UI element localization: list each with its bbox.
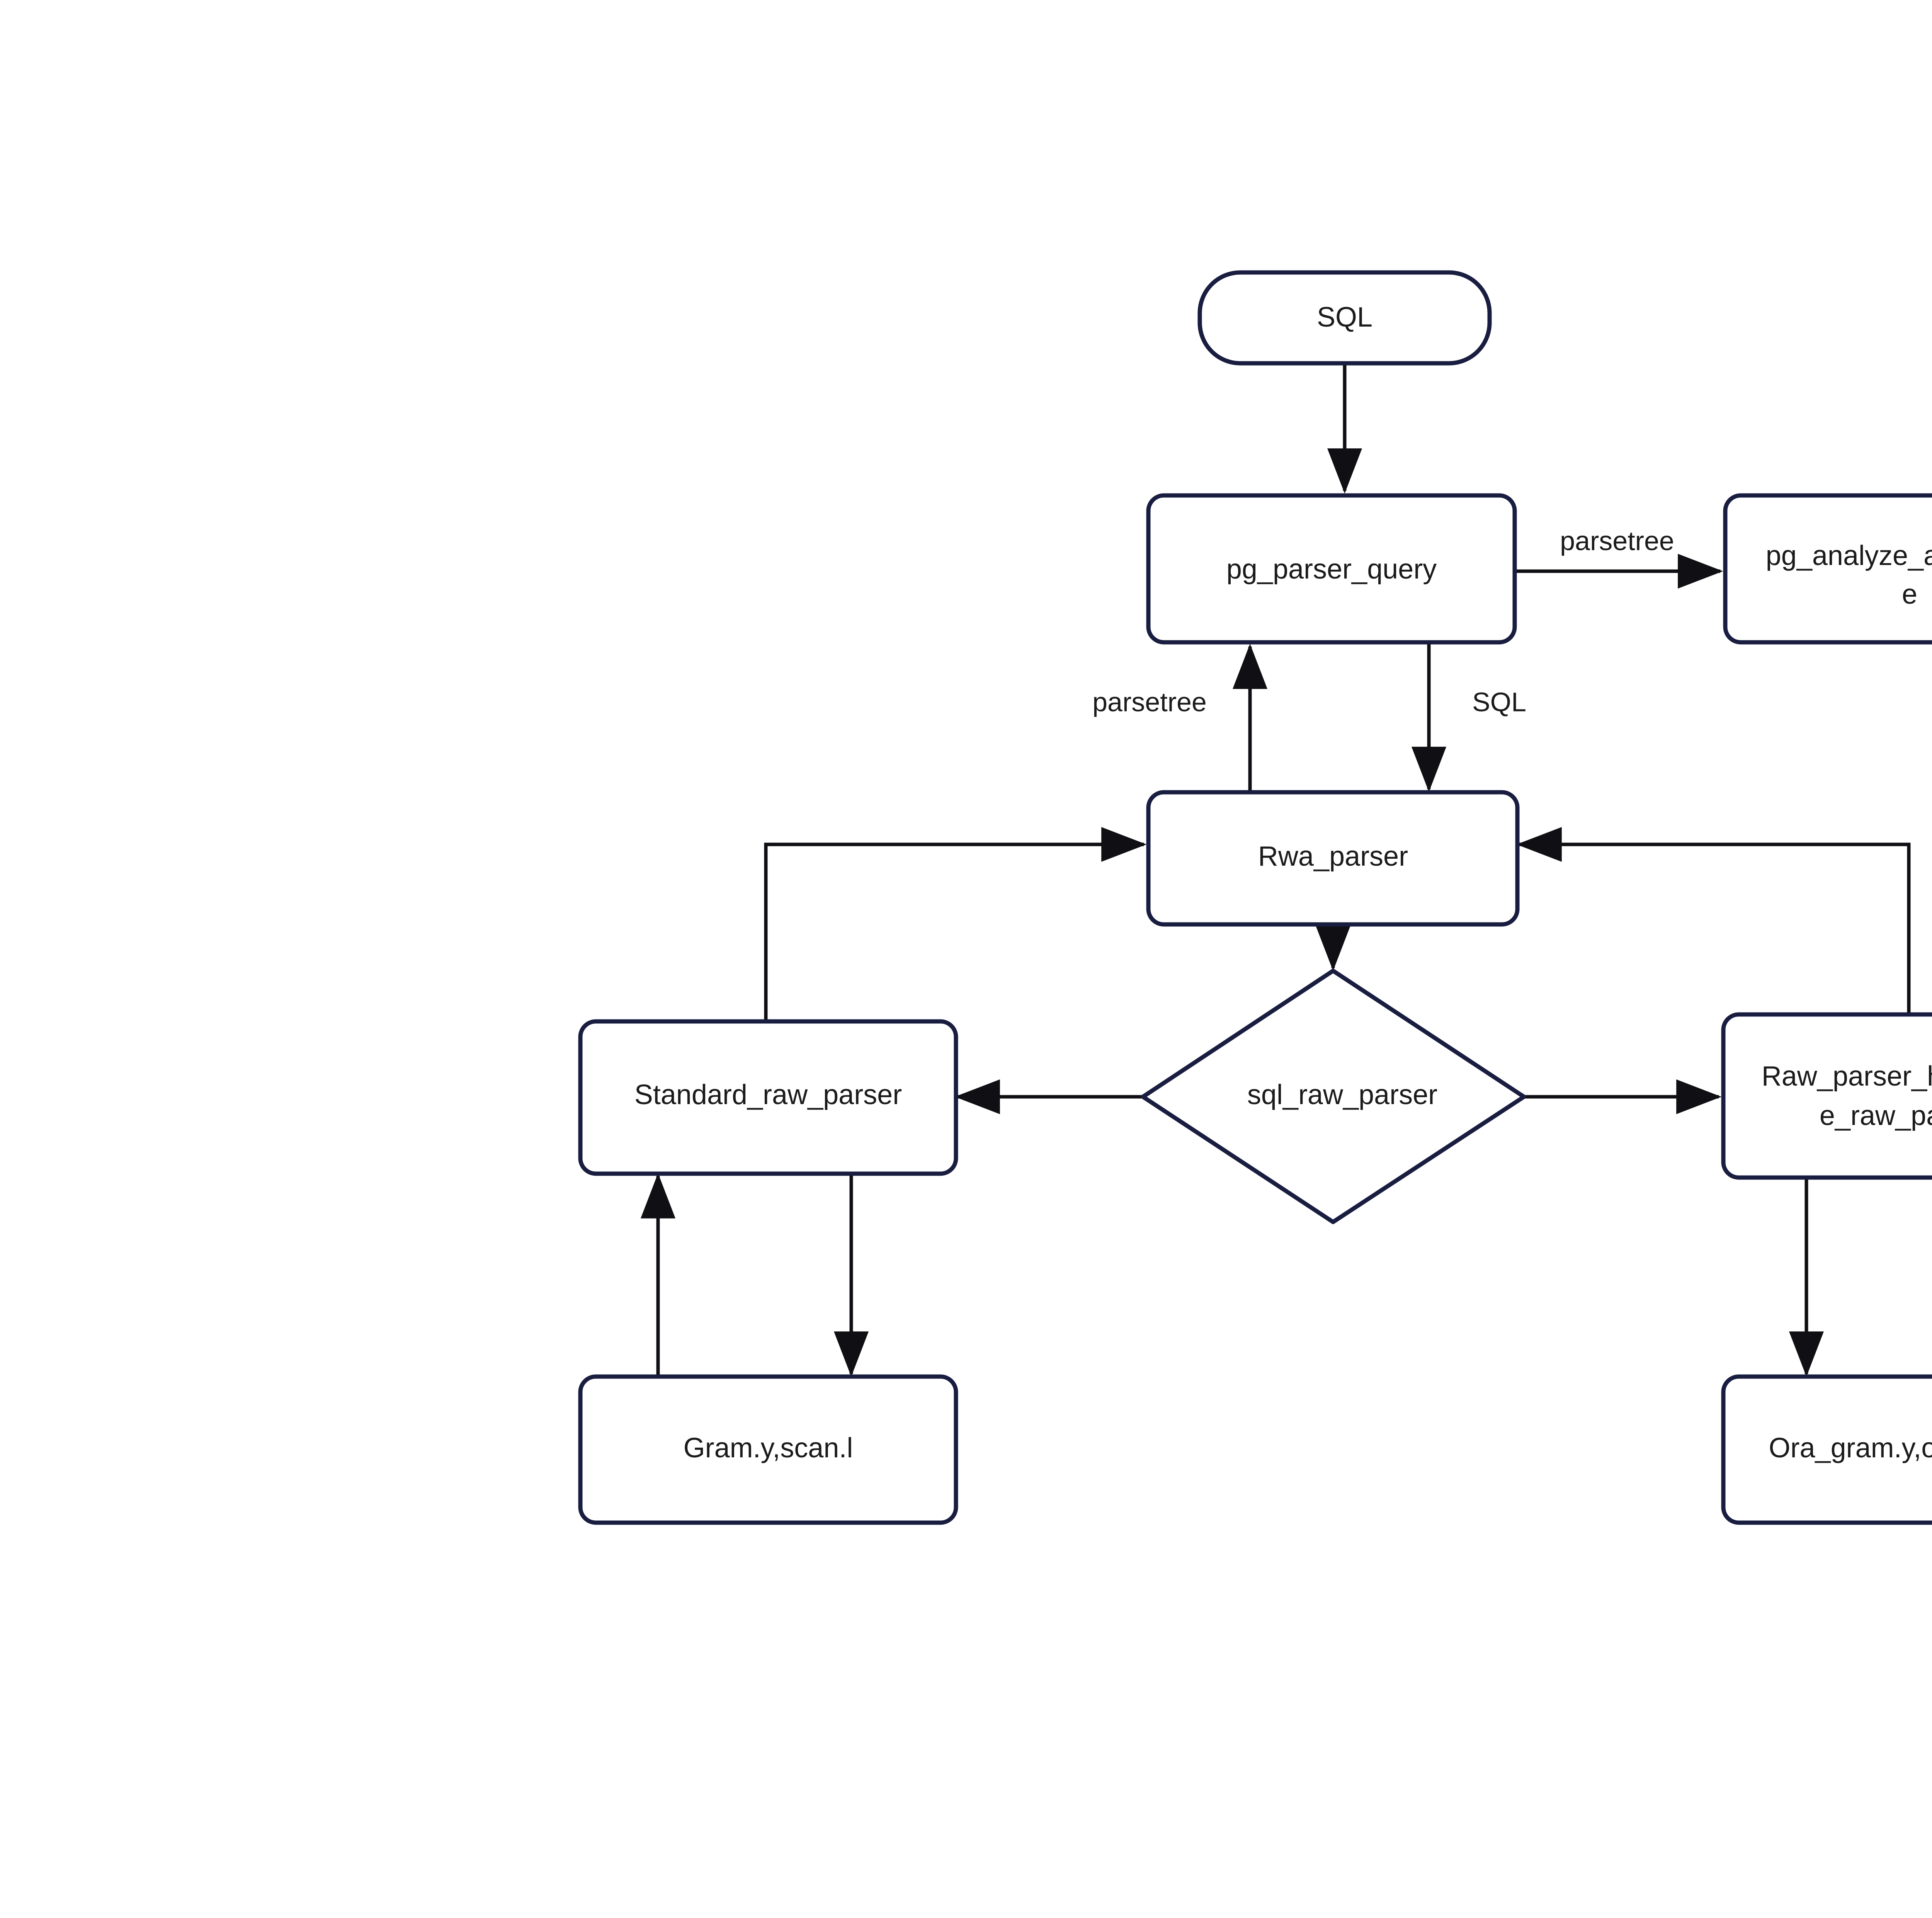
node-raw-parser-hook-label-line1: Raw_parser_hook(oracl [1762,1061,1932,1092]
node-pg-parser-query[interactable]: pg_parser_query [1146,493,1517,645]
edge-label-parsetree-upward: parsetree [1092,687,1207,717]
node-pg-analyze-and-rewrite[interactable]: pg_analyze_and_rewrit e [1723,493,1932,645]
node-sql-shape [1197,270,1492,366]
node-standard-raw-parser-shape [578,1019,958,1176]
node-ora-gram-scan-shape [1721,1374,1932,1525]
node-pg-parser-query-shape [1146,493,1517,645]
node-raw-parser-hook-label-line2: e_raw_parser) [1820,1100,1932,1131]
node-rwa-parser-shape [1146,790,1520,927]
node-rwa-parser-label: Rwa_parser [1258,841,1408,872]
node-pg-analyze-and-rewrite-shape [1723,493,1932,645]
edge-label-parsetree-analyze: parsetree [1560,526,1674,556]
edge-raw-parser-hook-to-rwa-parser [1516,827,1911,1014]
node-sql[interactable]: SQL [1197,270,1492,366]
node-gram-scan-shape [578,1374,958,1525]
node-pg-analyze-and-rewrite-label-line2: e [1902,579,1917,610]
node-pg-parser-query-label: pg_parser_query [1226,554,1437,585]
node-standard-raw-parser-label: Standard_raw_parser [634,1079,902,1110]
edge-label-sql-downward: SQL [1472,687,1526,717]
node-raw-parser-hook-shape [1721,1012,1932,1180]
node-sql-label: SQL [1317,302,1372,333]
node-sql-raw-parser-shape [1141,968,1526,1224]
node-gram-scan-label: Gram.y,scan.l [684,1433,853,1464]
node-sql-raw-parser[interactable]: sql_raw_parser [1141,968,1526,1224]
node-pg-analyze-and-rewrite-label-line1: pg_analyze_and_rewrit [1766,540,1932,571]
node-gram-scan[interactable]: Gram.y,scan.l [578,1374,958,1525]
edge-standard-raw-parser-to-rwa-parser [764,827,1147,1021]
node-ora-gram-scan-label: Ora_gram.y,ora_scan.l [1769,1433,1932,1464]
node-raw-parser-hook[interactable]: Raw_parser_hook(oracl e_raw_parser) [1721,1012,1932,1180]
node-sql-raw-parser-label: sql_raw_parser [1247,1079,1437,1110]
node-standard-raw-parser[interactable]: Standard_raw_parser [578,1019,958,1176]
node-rwa-parser[interactable]: Rwa_parser [1146,790,1520,927]
node-ora-gram-scan[interactable]: Ora_gram.y,ora_scan.l [1721,1374,1932,1525]
